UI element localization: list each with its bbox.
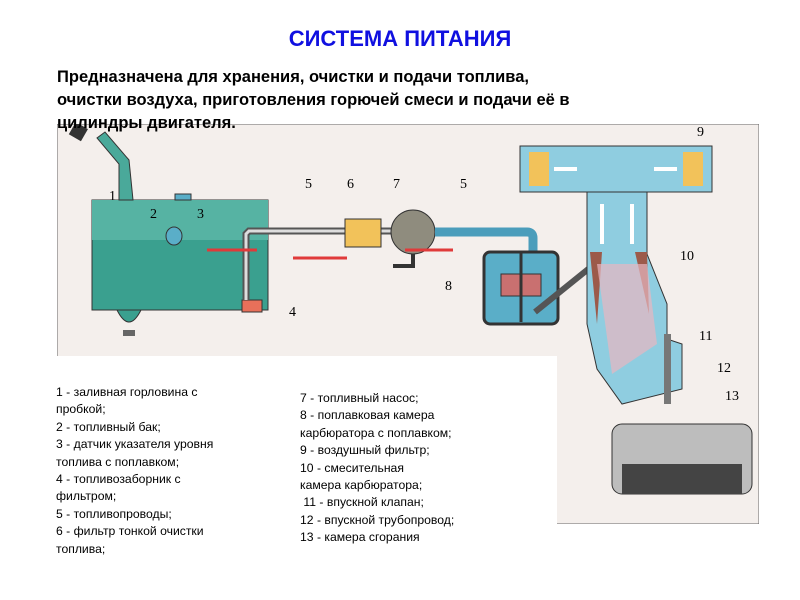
legend-line: 13 - камера сгорания bbox=[300, 530, 420, 545]
label-13: 13 bbox=[725, 389, 739, 404]
legend-line: топлива; bbox=[56, 541, 106, 556]
label-2: 2 bbox=[150, 207, 157, 222]
slide-title: СИСТЕМА ПИТАНИЯ bbox=[288, 26, 512, 51]
legend-backdrop bbox=[57, 356, 557, 524]
fuel-tank bbox=[68, 124, 269, 336]
intro-line: Предназначена для хранения, очистки и по… bbox=[57, 68, 529, 86]
fuel-intake-filter bbox=[241, 299, 263, 313]
fuel-line-2 bbox=[435, 227, 538, 252]
fuel-system-diagram: 1 2 3 4 5 6 7 5 8 9 10 11 12 13 bbox=[57, 124, 759, 524]
legend-line: 4 - топливозаборник с bbox=[56, 472, 181, 487]
legend-line: 8 - поплавковая камера bbox=[300, 408, 435, 423]
legend-line: 10 - смесительная bbox=[300, 460, 404, 475]
legend-line: 6 - фильтр тонкой очистки bbox=[56, 524, 204, 539]
label-8: 8 bbox=[445, 279, 452, 294]
legend-line: фильтром; bbox=[56, 489, 117, 504]
legend-line: 12 - впускной трубопровод; bbox=[300, 512, 455, 527]
intro-text: Предназначена для хранения, очистки и по… bbox=[57, 66, 757, 135]
label-6: 6 bbox=[347, 177, 354, 192]
fuel-pump bbox=[390, 209, 436, 255]
legend-line: топлива с поплавком; bbox=[56, 454, 180, 469]
legend-line: 1 - заливная горловина с bbox=[56, 385, 198, 399]
legend-line: пробкой; bbox=[56, 402, 106, 417]
legend-left: 1 - заливная горловина с пробкой; 2 - то… bbox=[56, 384, 213, 558]
label-5a: 5 bbox=[305, 177, 312, 192]
filler-cap bbox=[68, 124, 88, 142]
air-filter bbox=[519, 145, 713, 193]
legend-line: 3 - датчик указателя уровня bbox=[56, 437, 214, 452]
label-3: 3 bbox=[197, 207, 204, 222]
diagram-labels: 1 2 3 4 5 6 7 5 8 9 10 11 12 13 bbox=[109, 125, 739, 404]
legend-line: карбюратора с поплавком; bbox=[300, 425, 452, 440]
intro-line: очистки воздуха, приготовления горючей с… bbox=[57, 91, 570, 109]
label-10: 10 bbox=[680, 249, 694, 264]
legend-line: 9 - воздушный фильтр; bbox=[300, 443, 430, 458]
label-12: 12 bbox=[717, 361, 731, 376]
legend-line: 5 - топливопроводы; bbox=[56, 506, 172, 521]
legend-line: 11 - впускной клапан; bbox=[300, 495, 424, 510]
flow-arrows bbox=[207, 248, 453, 260]
label-7: 7 bbox=[393, 177, 400, 192]
legend-line: 7 - топливный насос; bbox=[300, 391, 419, 405]
level-sensor-float bbox=[165, 226, 183, 246]
label-11: 11 bbox=[699, 329, 712, 344]
intake-valve bbox=[664, 334, 671, 404]
intro-line: цилиндры двигателя. bbox=[57, 114, 236, 132]
legend-line: 2 - топливный бак; bbox=[56, 419, 161, 434]
legend-right: 7 - топливный насос; 8 - поплавковая кам… bbox=[300, 390, 454, 547]
fine-fuel-filter bbox=[344, 218, 382, 248]
label-9: 9 bbox=[697, 125, 704, 140]
label-4: 4 bbox=[289, 305, 296, 320]
label-5b: 5 bbox=[460, 177, 467, 192]
label-1: 1 bbox=[109, 189, 116, 204]
legend-line: камера карбюратора; bbox=[300, 478, 423, 493]
